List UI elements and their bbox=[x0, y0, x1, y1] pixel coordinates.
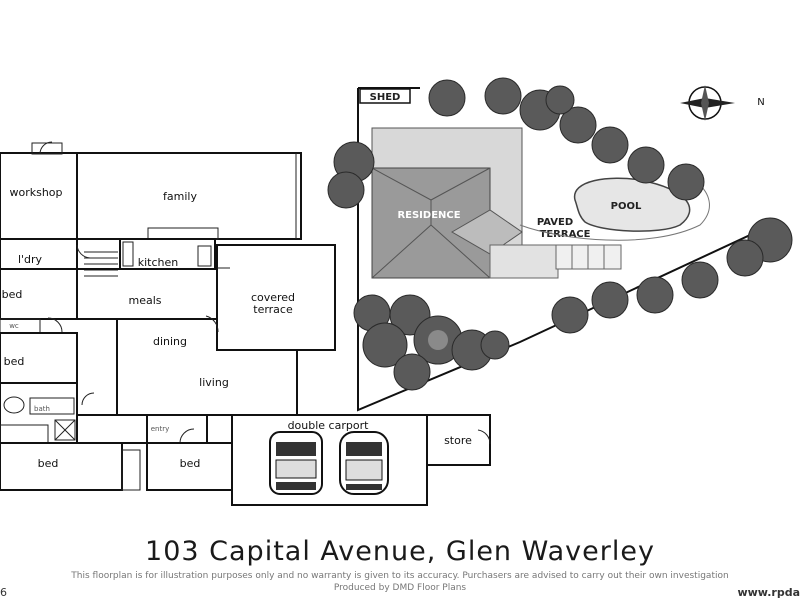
room-label-bath: bath bbox=[34, 405, 50, 413]
room-label-bed-1: bed bbox=[2, 288, 23, 301]
carport-roof bbox=[489, 244, 559, 279]
compass-icon: N bbox=[680, 85, 765, 121]
door-swing bbox=[81, 392, 95, 406]
bench bbox=[147, 227, 219, 240]
robe bbox=[0, 318, 41, 334]
compass-north-label: N bbox=[757, 97, 764, 108]
robe bbox=[121, 449, 141, 491]
car-icon bbox=[269, 431, 323, 495]
bath-tub bbox=[0, 424, 49, 444]
door-swing bbox=[39, 141, 53, 155]
car-icon bbox=[339, 431, 389, 495]
producer-credit: Produced by DMD Floor Plans bbox=[333, 583, 467, 593]
room-label-living: living bbox=[199, 376, 229, 389]
vanity bbox=[29, 397, 75, 415]
tree-cluster-top bbox=[428, 77, 705, 201]
site-plan: SHED RESIDENCE PAVED TERRACE POOL bbox=[327, 77, 793, 412]
shed-building bbox=[359, 88, 411, 104]
pool-shape bbox=[574, 177, 691, 232]
tree-cluster-bottom bbox=[353, 294, 510, 391]
room-label-family: family bbox=[163, 190, 197, 203]
house-floorplan: workshop family l'dry kitchen bed meals … bbox=[0, 141, 491, 506]
room-label-covered: covered bbox=[251, 291, 295, 304]
property-address: 103 Capital Avenue, Glen Waverley bbox=[145, 536, 655, 567]
room-label-terrace: terrace bbox=[253, 303, 293, 316]
front-door-swing bbox=[179, 428, 195, 444]
door-swing bbox=[477, 429, 491, 445]
disclaimer-text: This floorplan is for illustration purpo… bbox=[71, 571, 729, 581]
shower bbox=[54, 419, 76, 441]
pool-label: POOL bbox=[611, 201, 642, 212]
tree-cluster-right bbox=[551, 217, 793, 334]
terrace-label: TERRACE bbox=[540, 229, 591, 240]
door-swing bbox=[47, 317, 63, 333]
hallway bbox=[76, 414, 148, 444]
page-number: 6 bbox=[0, 586, 7, 599]
pool-surround bbox=[519, 184, 710, 241]
paved-label: PAVED bbox=[537, 217, 573, 228]
door-swing bbox=[205, 315, 219, 333]
kitchen-bench bbox=[122, 241, 134, 267]
room-label-store: store bbox=[444, 434, 472, 447]
basin bbox=[3, 396, 25, 414]
roof-ridges bbox=[371, 167, 491, 279]
room-label-double-carport: double carport bbox=[288, 419, 370, 432]
stairs bbox=[84, 251, 118, 277]
website-url[interactable]: www.rpda bbox=[737, 586, 800, 599]
bed-room-3 bbox=[0, 442, 123, 491]
room-label-dining: dining bbox=[153, 335, 187, 348]
room-label-ldry: l'dry bbox=[18, 253, 43, 266]
room-label-bed-3: bed bbox=[38, 457, 59, 470]
residence-label: RESIDENCE bbox=[397, 210, 460, 221]
room-label-bed-4: bed bbox=[180, 457, 201, 470]
room-label-entry: entry bbox=[151, 425, 170, 433]
room-label-workshop: workshop bbox=[9, 186, 62, 199]
shed-label: SHED bbox=[370, 92, 401, 103]
room-label-meals: meals bbox=[128, 294, 161, 307]
roof-gable bbox=[451, 209, 523, 255]
tree-cluster-left bbox=[327, 141, 375, 209]
room-label-wc: wc bbox=[9, 322, 19, 330]
fridge bbox=[197, 245, 212, 267]
dining-living bbox=[116, 318, 298, 416]
room-label-kitchen: kitchen bbox=[138, 256, 179, 269]
room-label-bed-2: bed bbox=[4, 355, 25, 368]
